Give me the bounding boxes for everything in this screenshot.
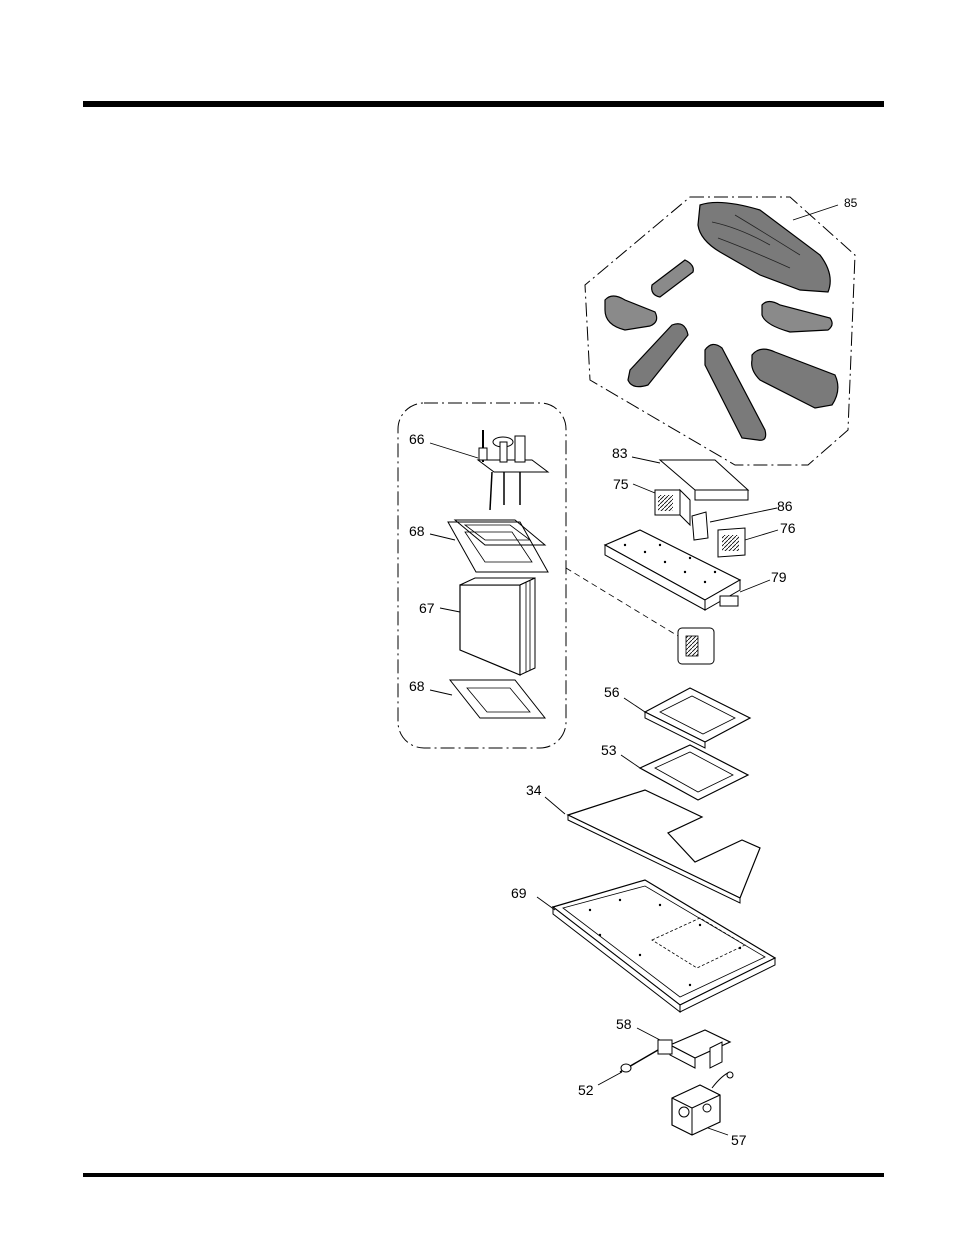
pan-gasket-part: 53 (601, 742, 748, 800)
gas-valve-part: 57 (672, 1072, 747, 1148)
burner-pan-part: 56 (604, 684, 750, 748)
label-base-plate: 34 (526, 782, 542, 798)
label-shield: 86 (777, 498, 793, 514)
label-log-support: 83 (612, 445, 628, 461)
label-log-set: 85 (844, 196, 858, 210)
label-pilot-box: 67 (419, 600, 435, 616)
log-right-lower (752, 349, 838, 408)
bracket-right-part: 76 (718, 520, 796, 557)
label-igniter: 52 (578, 1082, 594, 1098)
label-pilot-assembly: 66 (409, 431, 425, 447)
label-burner-assembly: 79 (771, 569, 787, 585)
log-center-left (628, 324, 688, 387)
label-pan-gasket: 53 (601, 742, 617, 758)
log-small-a (652, 260, 694, 297)
burner-assembly-part: 79 (605, 530, 787, 610)
label-gasket-upper: 68 (409, 523, 425, 539)
label-burner-pan: 56 (604, 684, 620, 700)
log-right (762, 302, 832, 333)
bracket-left-part: 75 (613, 476, 690, 525)
label-bottom-tray: 69 (511, 885, 527, 901)
igniter-part: 52 (578, 1050, 658, 1098)
valve-bracket-part: 58 (616, 1016, 730, 1068)
label-bracket-left: 75 (613, 476, 629, 492)
label-gas-valve: 57 (731, 1132, 747, 1148)
pilot-group: 66 68 67 68 (398, 403, 566, 748)
log-set-group: 85 (585, 196, 858, 465)
label-gasket-lower: 68 (409, 678, 425, 694)
log-left (605, 296, 657, 330)
label-valve-bracket: 58 (616, 1016, 632, 1032)
label-bracket-right: 76 (780, 520, 796, 536)
